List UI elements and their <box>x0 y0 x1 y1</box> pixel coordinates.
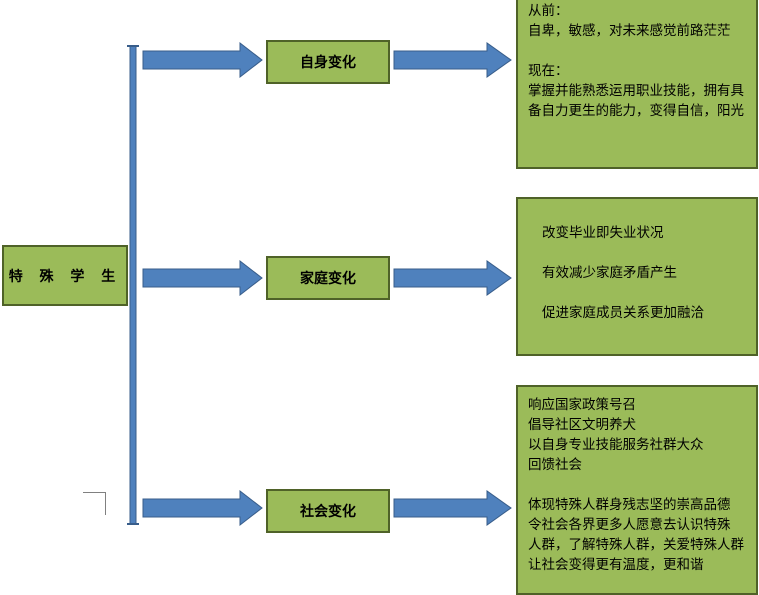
branch-node-self: 自身变化 <box>266 40 390 84</box>
branch-node-society: 社会变化 <box>266 489 390 533</box>
result-line: 响应国家政策号召 <box>528 397 636 413</box>
result-line: 掌握并能熟悉运用职业技能，拥有具 <box>528 83 744 99</box>
result-line: 备自力更生的能力，变得自信，阳光 <box>528 103 744 119</box>
margin-corner-mark <box>83 492 106 515</box>
arrow-to-branch-3 <box>142 489 263 527</box>
result-line: 回馈社会 <box>528 457 582 473</box>
result-line: 让社会变得更有温度，更和谐 <box>528 557 704 573</box>
arrow-to-result-3 <box>393 490 512 526</box>
arrow-to-result-1 <box>393 42 512 78</box>
root-node: 特 殊 学 生 <box>2 245 128 306</box>
result-spacer <box>528 475 750 495</box>
bracket-bar <box>129 45 137 525</box>
result-line: 改变毕业即失业状况 <box>542 225 664 241</box>
result-line: 人群，了解特殊人群，关爱特殊人群 <box>528 537 744 553</box>
arrow-to-result-2 <box>393 260 512 296</box>
result-line: 体现特殊人群身残志坚的崇高品德 <box>528 497 731 513</box>
result-line: 以自身专业技能服务社群大众 <box>528 437 704 453</box>
result-line: 倡导社区文明养犬 <box>528 417 636 433</box>
branch-label-self: 自身变化 <box>300 55 356 71</box>
result-node-family: 改变毕业即失业状况 有效减少家庭矛盾产生 促进家庭成员关系更加融洽 <box>516 197 758 356</box>
result-node-self: 从前： 自卑，敏感，对未来感觉前路茫茫 现在： 掌握并能熟悉运用职业技能，拥有具… <box>516 0 758 169</box>
result-line: 现在： <box>528 63 569 79</box>
result-node-society: 响应国家政策号召 倡导社区文明养犬 以自身专业技能服务社群大众 回馈社会 体现特… <box>516 385 758 595</box>
branch-node-family: 家庭变化 <box>266 256 390 300</box>
arrow-to-branch-1 <box>142 41 263 79</box>
branch-label-society: 社会变化 <box>300 504 356 520</box>
result-line: 令社会各界更多人愿意去认识特殊 <box>528 517 731 533</box>
result-spacer <box>528 41 750 61</box>
result-line: 促进家庭成员关系更加融洽 <box>542 305 704 321</box>
result-line: 有效减少家庭矛盾产生 <box>542 265 677 281</box>
branch-label-family: 家庭变化 <box>300 271 356 287</box>
result-line: 自卑，敏感，对未来感觉前路茫茫 <box>528 23 731 39</box>
arrow-to-branch-2 <box>142 259 263 297</box>
root-label: 特 殊 学 生 <box>8 268 122 285</box>
result-line: 从前： <box>528 3 569 19</box>
